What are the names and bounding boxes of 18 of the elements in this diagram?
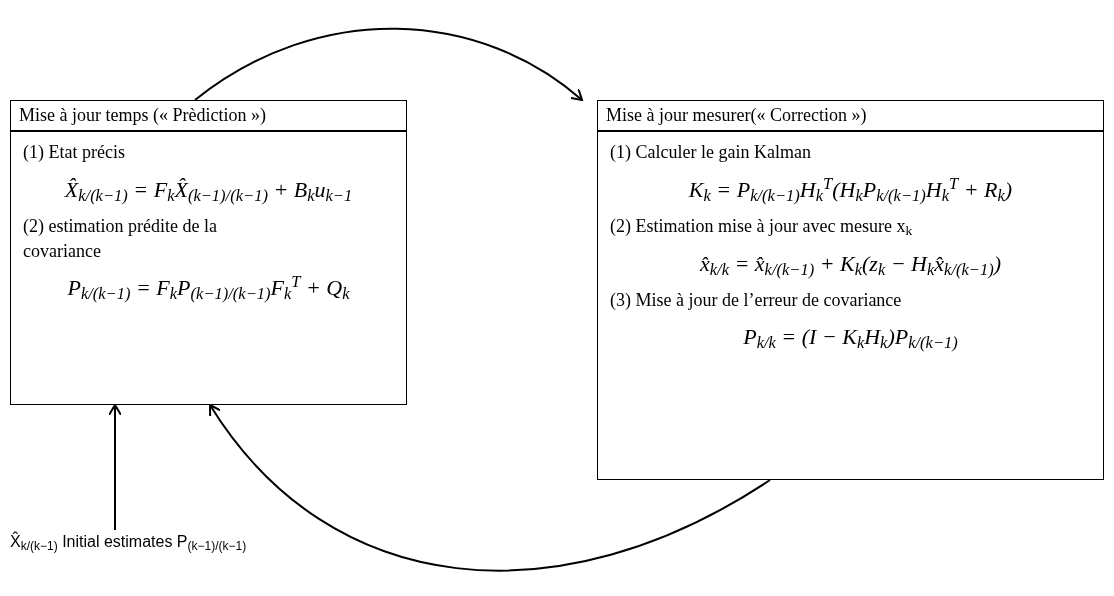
- initial-estimates-text: X̂$_{k/(k−1)}$ Initial estimates P$_{(k−1)/(k−1)}$: [10, 530, 247, 554]
- step-text: (1) Calculer le gain Kalman: [610, 141, 812, 164]
- step-text: (3) Mise à jour de l’erreur de covariance: [610, 288, 903, 312]
- arrow: [194, 27, 583, 101]
- formula: x̂$_{k/k}$ = x̂$_{k/(k−1)}$ + K$_{k}$(z$_{k}$ − H$_{k}$x̂$_{k/(k−1)}$): [699, 249, 1002, 280]
- process-box: [10, 131, 407, 405]
- arrow: [108, 404, 122, 531]
- formula: X̂$_{k/(k−1)}$ = F$_{k}$X̂$_{(k−1)/(k−1)}$ + B$_{k}$u$_{k−1}$: [64, 175, 353, 206]
- step-text: (2) Estimation mise à jour avec mesure x$_{k}$: [610, 214, 914, 239]
- step-text: (1) Etat précis: [23, 141, 126, 164]
- arrow: [209, 404, 771, 572]
- step-text: (2) estimation prédite de la covariance: [23, 214, 218, 263]
- formula: K$_{k}$ = P$_{k/(k−1)}$H$_{k}$$^{T}$(H$_{k}$P$_{k/(k−1)}$H$_{k}$$^{T}$ + R$_{k}$): [688, 172, 1013, 206]
- formula: P$_{k/(k−1)}$ = F$_{k}$P$_{(k−1)/(k−1)}$F$_{k}$$^{T}$ + Q$_{k}$: [67, 271, 350, 305]
- header-box: Mise à jour temps (« Prèdiction »): [10, 100, 407, 131]
- process-box: [597, 131, 1104, 480]
- formula: P$_{k/k}$ = (I − K$_{k}$H$_{k}$)P$_{k/(k−1)}$: [743, 323, 958, 354]
- header-box: Mise à jour mesurer(« Correction »): [597, 100, 1104, 131]
